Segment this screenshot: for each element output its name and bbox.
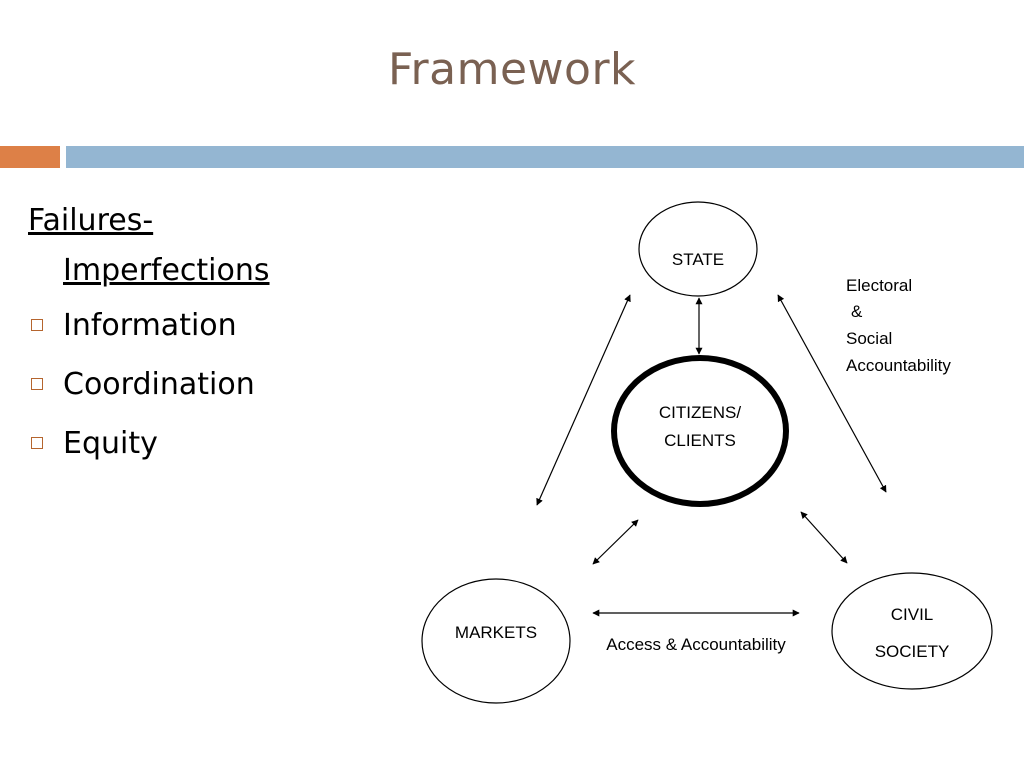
slide-title: Framework [387, 44, 637, 95]
bullet-label: Information [63, 308, 237, 343]
citizens-markets-arrow [592, 519, 639, 565]
electoral-label-line2: & [851, 302, 863, 321]
citizens-label-line2: CLIENTS [664, 431, 736, 450]
access-accountability-label: Access & Accountability [606, 635, 786, 654]
state-label: STATE [672, 250, 724, 269]
list-heading: Failures- Imperfections [28, 196, 348, 296]
failures-list: Failures- Imperfections Information Coor… [28, 196, 348, 473]
electoral-label-line3: Social [846, 329, 892, 348]
citizens-civil-arrow [800, 511, 848, 564]
civil-society-node [831, 572, 993, 690]
square-bullet-icon [31, 437, 43, 449]
electoral-label-line1: Electoral [846, 276, 912, 295]
accent-bar-blue [66, 146, 1024, 168]
civil-society-label-line2: SOCIETY [875, 642, 950, 661]
list-heading-line2: Imperfections [63, 253, 270, 288]
markets-node [421, 578, 571, 704]
state-node [638, 201, 758, 297]
bullet-label: Coordination [63, 367, 255, 402]
bullet-coordination: Coordination [28, 355, 348, 414]
bullet-label: Equity [63, 426, 158, 461]
bullet-information: Information [28, 296, 348, 355]
electoral-label-line4: Accountability [846, 356, 951, 375]
square-bullet-icon [31, 319, 43, 331]
state-markets-arrow [536, 294, 631, 506]
markets-label: MARKETS [455, 623, 537, 642]
state-civil-arrow [777, 294, 887, 493]
civil-society-label-line1: CIVIL [891, 605, 934, 624]
bullet-equity: Equity [28, 414, 348, 473]
accent-bar-orange [0, 146, 60, 168]
list-heading-line1: Failures- [28, 203, 154, 238]
citizens-label-line1: CITIZENS/ [659, 403, 741, 422]
square-bullet-icon [31, 378, 43, 390]
